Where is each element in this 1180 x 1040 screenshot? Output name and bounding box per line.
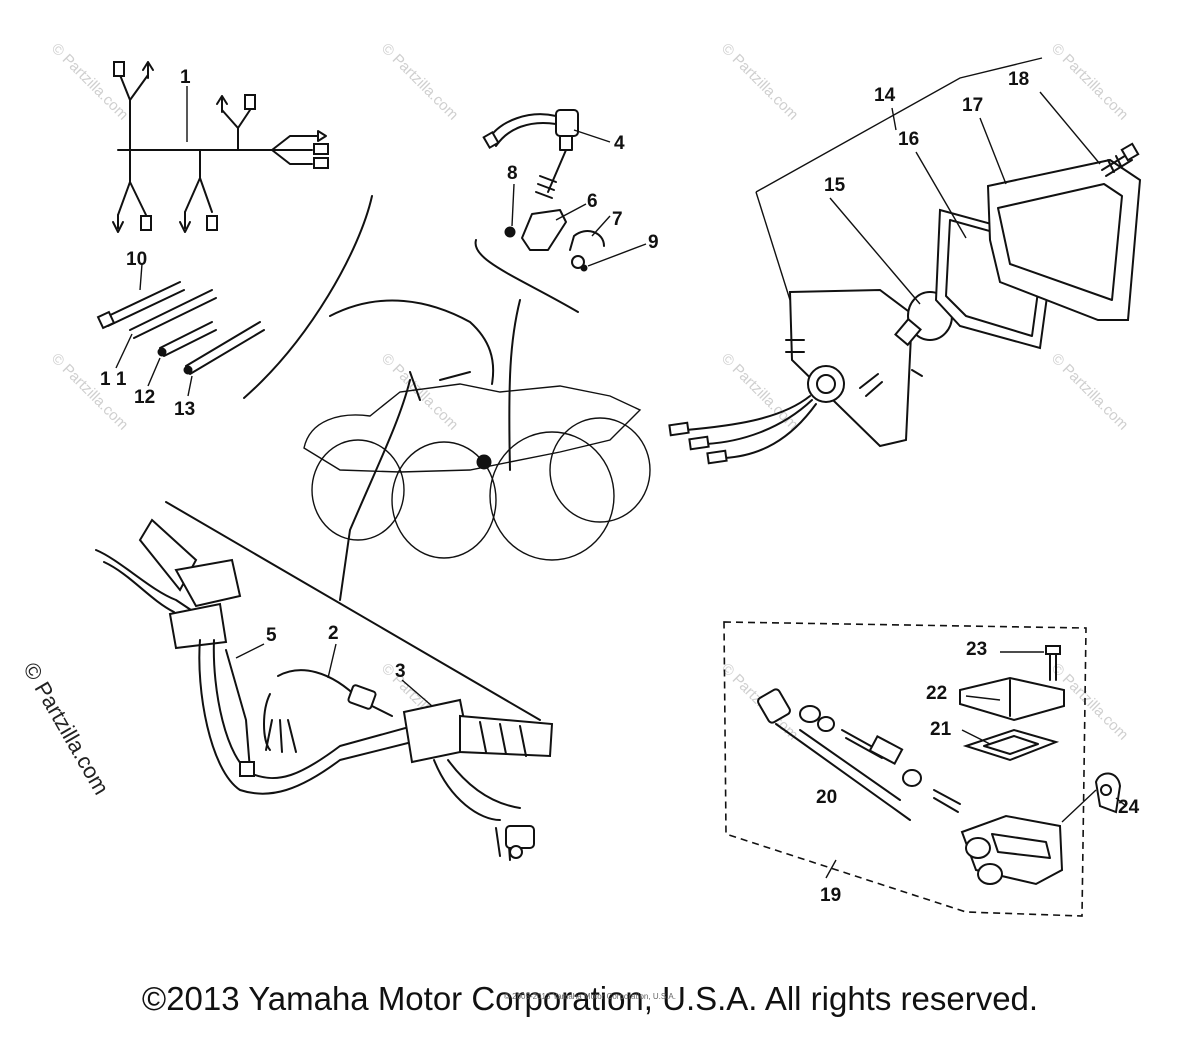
callout-24: 24 <box>1118 797 1140 818</box>
callout-9: 9 <box>648 232 659 253</box>
callout-11: 1 1 <box>100 369 127 390</box>
main-switch <box>482 109 605 272</box>
copyright-notice: ©2013 Yamaha Motor Corporation, U.S.A. A… <box>141 980 1039 1017</box>
callout-5: 5 <box>266 625 277 646</box>
cable-ties <box>96 281 265 375</box>
master-cylinder-assembly <box>723 621 1122 917</box>
callout-20: 20 <box>816 787 838 808</box>
callout-17: 17 <box>962 95 984 116</box>
taillight-assembly <box>668 57 1142 465</box>
callout-7: 7 <box>612 209 623 230</box>
leader-lines <box>115 86 1127 879</box>
divider-curve <box>474 239 579 313</box>
callout-19: 19 <box>820 885 842 906</box>
callout-18: 18 <box>1008 69 1030 90</box>
handlebar-assembly <box>95 518 554 861</box>
callout-10: 10 <box>126 249 148 270</box>
callout-15: 15 <box>824 175 846 196</box>
handlebar-bracket-line <box>165 501 541 721</box>
callout-12: 12 <box>134 387 156 408</box>
divider-curve <box>243 195 373 399</box>
callout-8: 8 <box>507 163 518 184</box>
callout-6: 6 <box>587 191 598 212</box>
wire-harness <box>112 61 329 233</box>
callout-2: 2 <box>328 623 339 644</box>
callout-13: 13 <box>174 399 196 420</box>
callout-22: 22 <box>926 683 948 704</box>
callout-21: 21 <box>930 719 952 740</box>
callout-14: 14 <box>874 85 896 106</box>
callout-1: 1 <box>180 67 191 88</box>
fineprint-notice: © 2005-2013 Yamaha Motor Corporation, U.… <box>504 992 676 1001</box>
callout-3: 3 <box>395 661 406 682</box>
atv-vehicle <box>303 299 651 601</box>
callout-16: 16 <box>898 129 920 150</box>
callout-23: 23 <box>966 639 988 660</box>
callout-4: 4 <box>614 133 625 154</box>
